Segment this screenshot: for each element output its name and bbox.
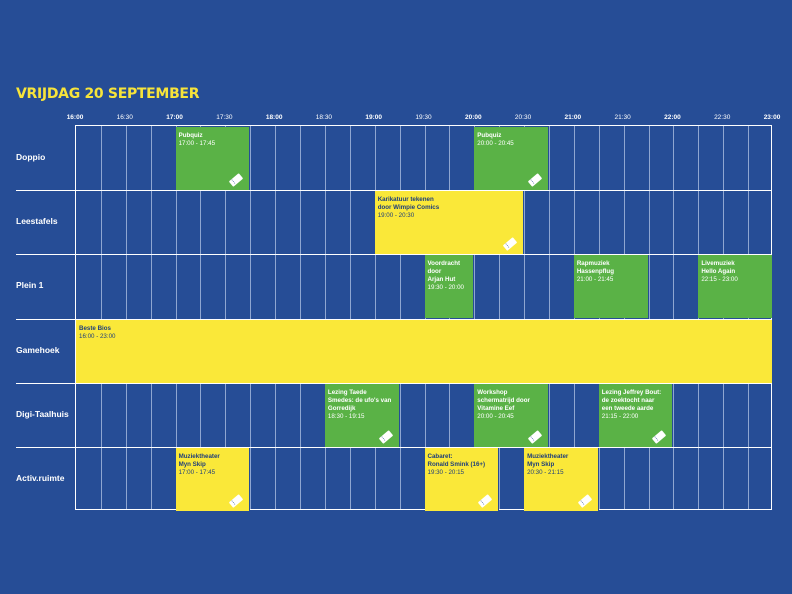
time-label: 16:30 [116,114,133,121]
row-label: Gamehoek [16,344,60,355]
grid-line [300,126,302,509]
event-name: Muziektheater Myn Skip [527,452,569,468]
row-label: Leestafels [16,216,58,227]
event-block[interactable]: Cabaret: Ronald Smink (16+)19:30 - 20:15 [424,447,500,511]
time-label: 21:30 [614,114,631,121]
ticket-icon[interactable] [228,493,244,508]
grid-line [100,126,102,509]
grid-line [548,126,550,509]
event-time: 19:30 - 20:15 [427,468,464,476]
event-time: 20:00 - 20:45 [477,140,514,147]
grid-line [175,126,177,509]
event-time: 21:00 - 21:45 [576,276,614,284]
event-name: Lezing Jeffrey Bout: de zoektocht naar e… [601,388,662,412]
event-name: Voordracht door Arjan Hut [427,260,461,284]
row-divider [16,190,771,192]
row-divider [16,318,771,320]
grid-line [374,126,376,509]
event-time: 17:00 - 17:45 [178,468,216,476]
grid-line [524,126,526,509]
grid-line [499,126,501,509]
row-label: Doppio [16,152,46,163]
ticket-icon[interactable] [527,429,543,444]
event-name: Livemuziek Hello Again [701,260,736,276]
time-label: 19:30 [415,114,432,121]
time-label: 23:00 [763,114,781,121]
time-label: 16:00 [66,114,84,121]
ticket-icon[interactable] [651,429,667,444]
time-label: 20:00 [464,114,482,121]
ticket-icon[interactable] [577,493,593,508]
ticket-icon[interactable] [527,173,543,188]
event-block[interactable]: Lezing Jeffrey Bout: de zoektocht naar e… [598,383,674,447]
time-label: 22:30 [714,114,731,121]
row-divider [16,254,771,256]
grid-line [673,126,675,509]
event-name: Workshop schermatrijd door Vitamine Eef [477,388,530,412]
grid-line [324,126,326,509]
event-time: 19:00 - 20:30 [377,212,415,220]
row-divider [16,382,771,384]
event-time: 17:00 - 17:45 [178,140,216,147]
event-name: Pubquiz [477,132,502,139]
event-time: 20:00 - 20:45 [477,412,514,420]
event-name: Muziektheater Myn Skip [178,452,220,468]
time-label: 19:00 [365,114,383,121]
grid-line [200,126,202,509]
ticket-icon[interactable] [502,237,518,252]
row-label: Plein 1 [16,280,44,291]
ticket-icon[interactable] [378,429,394,444]
event-time: 19:30 - 20:00 [427,284,464,292]
grid-line [648,126,650,509]
grid-line [349,126,351,509]
event-time: 20:30 - 21:15 [527,468,564,476]
event-time: 21:15 - 22:00 [601,412,639,420]
time-label: 17:00 [166,114,183,121]
grid-line [250,126,252,509]
event-time: 18:30 - 19:15 [327,412,365,420]
row-divider [16,446,771,448]
page-title: VRIJDAG 20 SEPTEMBER [16,86,200,102]
grid-line [150,126,152,509]
event-time: 22:15 - 23:00 [701,276,738,284]
ticket-icon[interactable] [228,173,244,188]
event-block[interactable]: Lezing Taede Smedes: de ufo's van Gorred… [324,383,400,447]
event-time: 16:00 - 23:00 [79,332,116,340]
time-label: 21:00 [564,114,582,121]
time-label: 18:30 [315,114,333,121]
event-name: Beste Bios [79,324,111,332]
row-label: Activ.ruimte [16,472,65,483]
event-name: Lezing Taede Smedes: de ufo's van Gorred… [327,388,392,412]
time-label: 18:00 [265,114,283,121]
grid-line [275,126,277,509]
time-label: 20:30 [514,114,532,121]
event-name: Cabaret: Ronald Smink (16+) [427,452,486,468]
time-label: 17:30 [216,114,233,121]
grid-line [225,126,227,509]
grid-line [399,126,401,509]
event-name: Karikatuur tekenen door Wimpie Comics [377,196,440,212]
ticket-icon[interactable] [477,493,493,508]
grid-line [125,126,127,509]
time-label: 22:00 [664,114,681,121]
event-name: Rapmuziek Hassenpflug [576,260,614,276]
row-label: Digi-Taalhuis [16,408,69,419]
event-name: Pubquiz [178,132,203,139]
grid-line [474,126,476,509]
